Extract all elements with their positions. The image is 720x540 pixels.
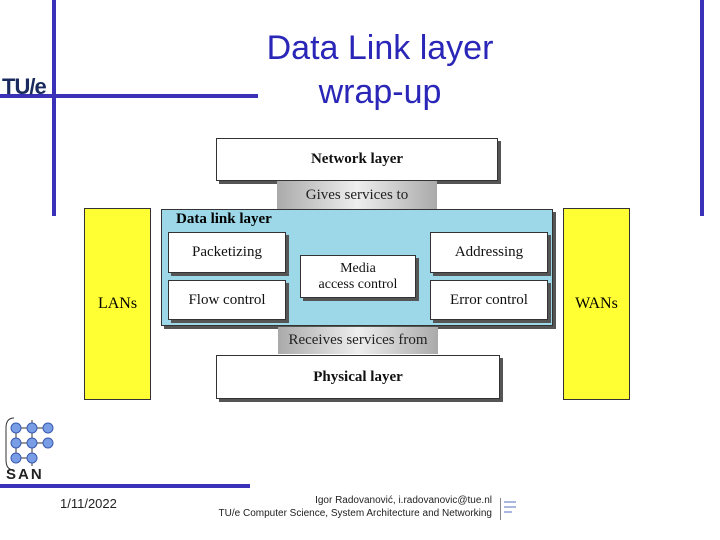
network-layer-box: Network layer — [216, 138, 498, 181]
flow-control-box: Flow control — [168, 280, 286, 320]
san-logo-text: SAN — [6, 466, 44, 483]
san-network-icon — [5, 417, 54, 471]
receives-services-band: Receives services from — [278, 327, 438, 354]
addressing-box: Addressing — [430, 232, 548, 273]
lans-box: LANs — [84, 208, 151, 400]
san-logo: SAN — [4, 416, 62, 483]
left-vertical-rule — [52, 0, 56, 216]
footer-author: Igor Radovanović, i.radovanovic@tue.nl — [315, 495, 492, 506]
footer-date: 1/11/2022 — [60, 496, 117, 511]
footer-san-icon — [500, 498, 519, 520]
gives-services-band: Gives services to — [277, 181, 437, 209]
data-link-layer-label: Data link layer — [176, 211, 272, 227]
error-control-box: Error control — [430, 280, 548, 320]
title-line-1: Data Link layer — [266, 29, 494, 67]
packetizing-box: Packetizing — [168, 232, 286, 273]
media-line-1: Media — [340, 260, 376, 276]
bottom-horizontal-rule — [0, 484, 250, 488]
wans-box: WANs — [563, 208, 630, 400]
physical-layer-box: Physical layer — [216, 355, 500, 399]
right-vertical-rule — [700, 0, 704, 216]
tue-logo: TU/e — [2, 74, 47, 99]
slide-title: Data Link layer wrap-up — [240, 26, 520, 114]
top-horizontal-rule — [0, 94, 258, 98]
media-line-2: access control — [318, 276, 398, 292]
footer-affiliation: TU/e Computer Science, System Architectu… — [218, 508, 492, 519]
title-line-2: wrap-up — [318, 73, 442, 111]
